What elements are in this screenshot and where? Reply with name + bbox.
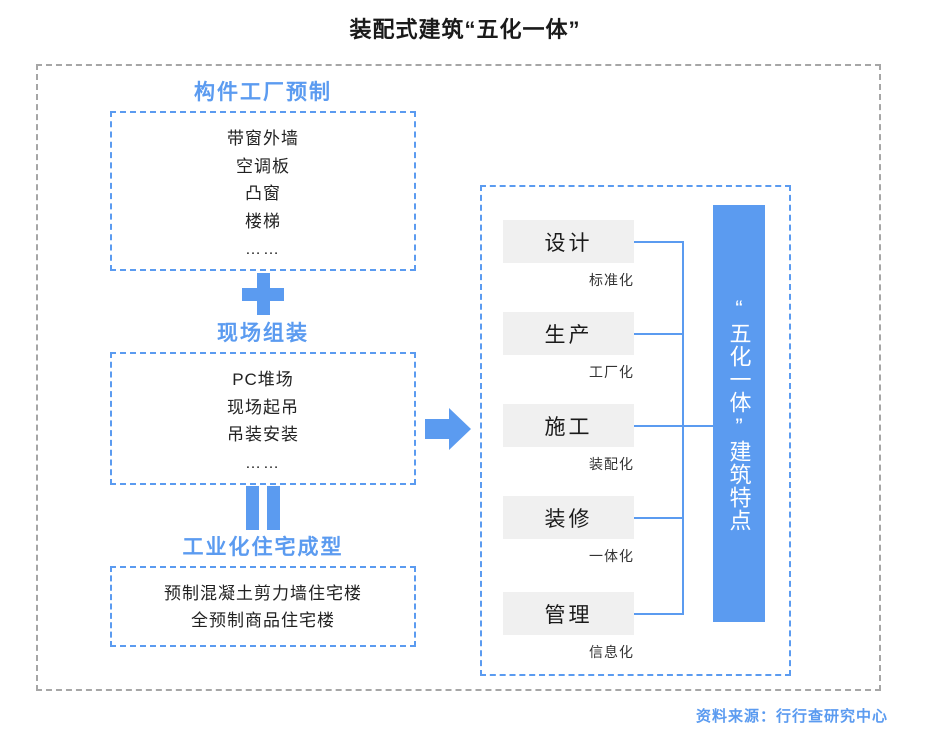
stage-label-production: 工厂化: [589, 364, 634, 380]
list-item: 预制混凝土剪力墙住宅楼: [164, 583, 362, 603]
right-dashed-panel: 设计 标准化 生产 工厂化 施工 装配化 装修 一体化 管理 信息化 “五化一体…: [480, 185, 791, 676]
arrow-shaft: [425, 419, 451, 439]
connector-trunk: [682, 425, 715, 427]
connector-stub-design: [634, 241, 684, 243]
stage-box-management: 管理: [503, 592, 634, 635]
group-industrialized-housing: 工业化住宅成型 预制混凝土剪力墙住宅楼 全预制商品住宅楼: [110, 531, 416, 647]
operator-equals-wrap: [110, 485, 416, 531]
connector-spine: [682, 241, 684, 615]
connector-stub-decoration: [634, 517, 684, 519]
group-heading-1: 构件工厂预制: [194, 81, 332, 104]
ellipsis-2: ……: [245, 454, 281, 472]
list-item: 楼梯: [245, 211, 281, 231]
stage-label-construction: 装配化: [589, 456, 634, 472]
list-item: 现场起吊: [227, 397, 299, 417]
stage-box-construction: 施工: [503, 404, 634, 447]
group-component-prefab: 构件工厂预制 带窗外墙 空调板 凸窗 楼梯 ……: [110, 76, 416, 272]
feature-box-five-in-one: “五化一体”建筑特点: [713, 205, 765, 622]
group-onsite-assembly: 现场组装 PC堆场 现场起吊 吊装安装 ……: [110, 317, 416, 485]
group-heading-3: 工业化住宅成型: [182, 535, 344, 559]
outer-dashed-frame: [36, 64, 881, 691]
stage-label-decoration: 一体化: [589, 548, 634, 564]
group-box-3: 预制混凝土剪力墙住宅楼 全预制商品住宅楼: [110, 565, 416, 647]
equals-icon: [246, 485, 280, 530]
plus-icon: [242, 273, 284, 316]
group-heading-2: 现场组装: [217, 322, 309, 346]
connector-stub-production: [634, 333, 684, 335]
operator-plus-wrap: [110, 271, 416, 317]
connector-stub-management: [634, 613, 684, 615]
stage-box-production: 生产: [503, 312, 634, 355]
list-item: 凸窗: [245, 184, 281, 204]
connector-stub-construction: [634, 425, 684, 427]
group-box-1: 带窗外墙 空调板 凸窗 楼梯 ……: [110, 111, 416, 272]
list-item: 吊装安装: [227, 425, 299, 445]
ellipsis-1: ……: [245, 241, 281, 259]
arrow-head: [449, 408, 471, 450]
arrow-right-icon: [425, 408, 471, 450]
list-item: PC堆场: [232, 370, 294, 390]
list-item: 空调板: [236, 156, 290, 176]
list-item: 全预制商品住宅楼: [191, 611, 335, 631]
stage-label-management: 信息化: [589, 644, 634, 660]
group-box-2: PC堆场 现场起吊 吊装安装 ……: [110, 352, 416, 485]
left-column: 构件工厂预制 带窗外墙 空调板 凸窗 楼梯 …… 现场组装 PC堆场 现场起吊 …: [110, 76, 416, 647]
stage-box-decoration: 装修: [503, 496, 634, 539]
stage-label-design: 标准化: [589, 272, 634, 288]
source-note: 资料来源：行行查研究中心: [695, 708, 888, 725]
list-item: 带窗外墙: [227, 129, 299, 148]
page-title: 装配式建筑“五化一体”: [349, 17, 581, 42]
stage-box-design: 设计: [503, 220, 634, 263]
